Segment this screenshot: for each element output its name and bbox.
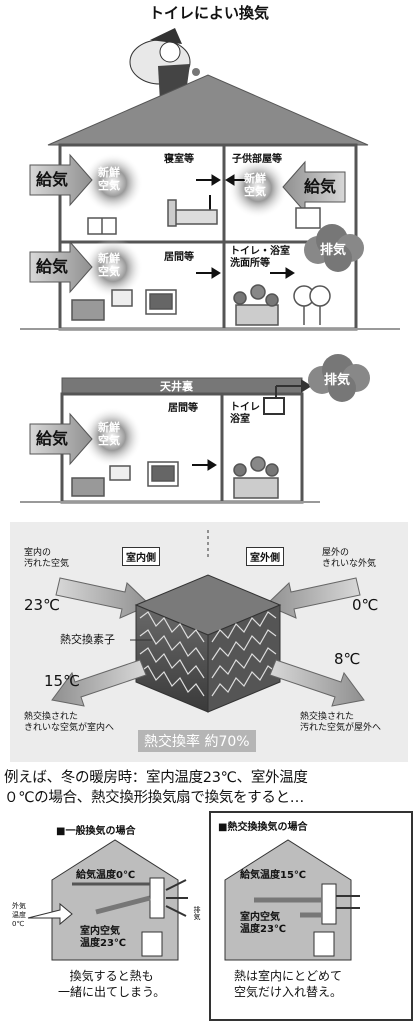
flow-arrows-2 (192, 459, 217, 471)
left-room-air: 室内空気 温度23℃ (80, 926, 127, 949)
temp-out-label: 0℃ (352, 596, 379, 614)
room-toilet-label-2: トイレ 浴室 (230, 402, 260, 425)
intake-label-4: 給気 (36, 429, 69, 448)
left-exhaust: 排気 (193, 906, 201, 920)
caption-line-2: ０℃の場合、熱交換形換気扇で換気をすると… (4, 790, 304, 806)
fresh-air-label-3: 新鮮 空気 (244, 172, 266, 198)
outdoor-side-label: 室外側 (246, 547, 284, 566)
exhaust-label-2: 排気 (324, 373, 351, 388)
arrow-out-supply (51, 659, 147, 707)
intake-label-2: 給気 (36, 257, 69, 276)
arrow-out-exhaust (269, 659, 365, 707)
exhaust-cloud-2-icon (308, 354, 370, 402)
right-supply-temp: 給気温度15℃ (240, 870, 307, 881)
fresh-air-label-4: 新鮮 空気 (98, 421, 120, 447)
room-living-label: 居間等 (164, 252, 194, 263)
intake-arrow-4 (29, 412, 93, 466)
intake-label-1: 給気 (36, 170, 69, 189)
indoor-side-label: 室内側 (122, 547, 160, 566)
efficiency-label: 熱交換率 約70% (138, 730, 256, 752)
exhaust-cloud-icon (304, 224, 364, 272)
intake-arrow-2 (29, 240, 93, 294)
intake-label-3: 給気 (304, 177, 337, 196)
intake-arrow-3 (282, 160, 346, 214)
heat-exchange-element-icon (134, 574, 282, 713)
outdoor-clean-air-label: 屋外の きれいな外気 (322, 548, 377, 569)
left-supply-arrow (27, 902, 73, 926)
room-kids-label: 子供部屋等 (232, 154, 282, 165)
temp-supply-label: 15℃ (44, 672, 80, 690)
arrow-in-dirty (55, 577, 151, 619)
fresh-air-label-1: 新鮮 空気 (98, 166, 120, 192)
indoor-dirty-air-label: 室内の 汚れた空気 (24, 548, 70, 569)
intake-arrow-1 (29, 153, 93, 207)
attic-label: 天井裏 (160, 380, 193, 393)
left-house (51, 839, 179, 961)
left-heading: ■一般換気の場合 (56, 826, 136, 837)
right-note: 熱は室内にとどめて 空気だけ入れ替え。 (234, 969, 343, 999)
left-note: 換気すると熱も 一緒に出てしまう。 (58, 969, 166, 999)
exhaust-duct-icon (263, 379, 312, 415)
exhaust-label-1: 排気 (320, 243, 347, 258)
temp-exhaust-label: 8℃ (334, 650, 361, 668)
arrow-in-clean (265, 577, 361, 619)
caption-line-1: 例えば、冬の暖房時：室内温度23℃、室外温度 (4, 770, 308, 786)
fresh-air-label-2: 新鮮 空気 (98, 252, 120, 278)
room-living-label-2: 居間等 (168, 403, 198, 414)
right-heading: ■熱交換換気の場合 (218, 822, 308, 833)
section1-title: トイレによい換気 (148, 4, 269, 22)
exhaust-note-label: 熱交換された 汚れた空気が屋外へ (300, 712, 382, 733)
temp-in-label: 23℃ (24, 596, 60, 614)
fairy-mascot-icon (129, 28, 200, 102)
left-supply-temp: 給気温度0℃ (76, 870, 136, 881)
house1-roof (47, 74, 369, 146)
room-bedroom-label: 寝室等 (164, 154, 194, 165)
furniture-icons (71, 199, 331, 326)
room-toilet-label: トイレ・浴室 洗面所等 (230, 246, 290, 269)
right-room-air: 室内空気 温度23℃ (240, 912, 287, 935)
left-outside-temp: 外気 温度 0℃ (12, 902, 26, 928)
element-label: 熱交換素子 (60, 633, 115, 646)
furniture-icons-2 (71, 456, 279, 499)
supply-note-label: 熱交換された きれいな空気が室内へ (24, 712, 115, 733)
right-panel-border (209, 811, 413, 1021)
